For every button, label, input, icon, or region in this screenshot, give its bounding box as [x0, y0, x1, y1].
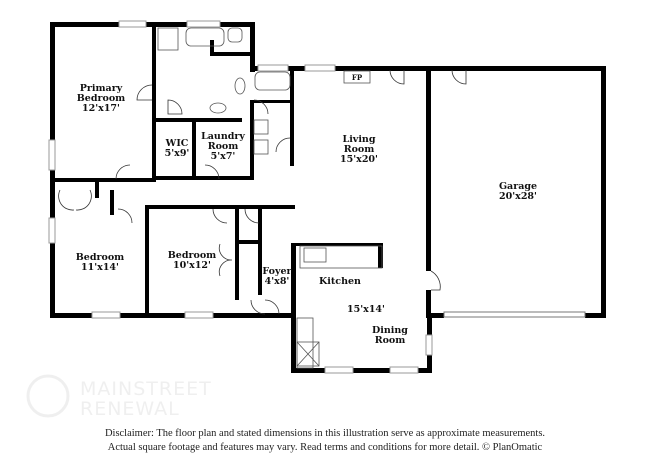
- kitchen-label: Kitchen: [319, 276, 361, 287]
- primary-bedroom-label-1: Primary: [80, 83, 123, 94]
- living-room-dims: 15'x20': [340, 154, 378, 165]
- fireplace: [343, 70, 371, 84]
- bedroom2-dims: 10'x12': [173, 260, 211, 271]
- sink-icon: [209, 102, 227, 114]
- door-swings: [58, 69, 467, 315]
- disclaimer-line1: Disclaimer: The floor plan and stated di…: [104, 428, 546, 439]
- living-room-label-1: Living: [343, 134, 376, 145]
- laundry-label-2: Room: [208, 141, 239, 152]
- room-labels: Primary Bedroom 12'x17' WIC 5'x9' Laundr…: [76, 73, 537, 346]
- bedroom2-label: Bedroom: [168, 250, 216, 261]
- bedroom1-label: Bedroom: [76, 252, 124, 263]
- bathtub-icon: [254, 71, 291, 91]
- dining-label-1: Dining: [372, 325, 408, 336]
- bathtub-icon: [185, 27, 225, 47]
- kitchen-island: [299, 245, 383, 269]
- windows: [48, 20, 586, 374]
- interior-walls: [55, 22, 383, 315]
- foyer-dims: 4'x8': [265, 276, 290, 287]
- bedroom1-dims: 11'x14': [81, 262, 119, 273]
- disclaimer-line2: Actual square footage and features may v…: [107, 442, 543, 453]
- primary-bedroom-label-2: Bedroom: [77, 93, 125, 104]
- kitchen-counter: [296, 317, 314, 369]
- wic-label: WIC: [165, 138, 189, 149]
- watermark-line2: RENEWAL: [80, 398, 180, 420]
- sink-icon: [253, 119, 269, 135]
- garage-label: Garage: [499, 181, 537, 192]
- sink-icon: [234, 77, 246, 95]
- laundry-dims: 5'x7': [211, 151, 236, 162]
- kitchen-sink-icon: [303, 247, 327, 263]
- shower-icon: [157, 27, 179, 51]
- foyer-label: Foyer: [262, 266, 292, 277]
- sink-icon: [253, 139, 269, 155]
- living-room-label-2: Room: [344, 144, 375, 155]
- garage-dims: 20'x28': [499, 191, 537, 202]
- watermark-line1: MAINSTREET: [80, 378, 212, 400]
- laundry-label-1: Laundry: [201, 131, 245, 142]
- stove-icon: [296, 341, 320, 367]
- kitchen-dims: 15'x14': [347, 304, 385, 315]
- wic-dims: 5'x9': [165, 148, 190, 159]
- fireplace-label: FP: [352, 73, 363, 82]
- toilet-icon: [227, 27, 243, 43]
- watermark-logo: MAINSTREET RENEWAL: [26, 374, 212, 420]
- dining-label-2: Room: [375, 335, 406, 346]
- fixtures: [157, 27, 383, 369]
- primary-bedroom-dims: 12'x17': [82, 103, 120, 114]
